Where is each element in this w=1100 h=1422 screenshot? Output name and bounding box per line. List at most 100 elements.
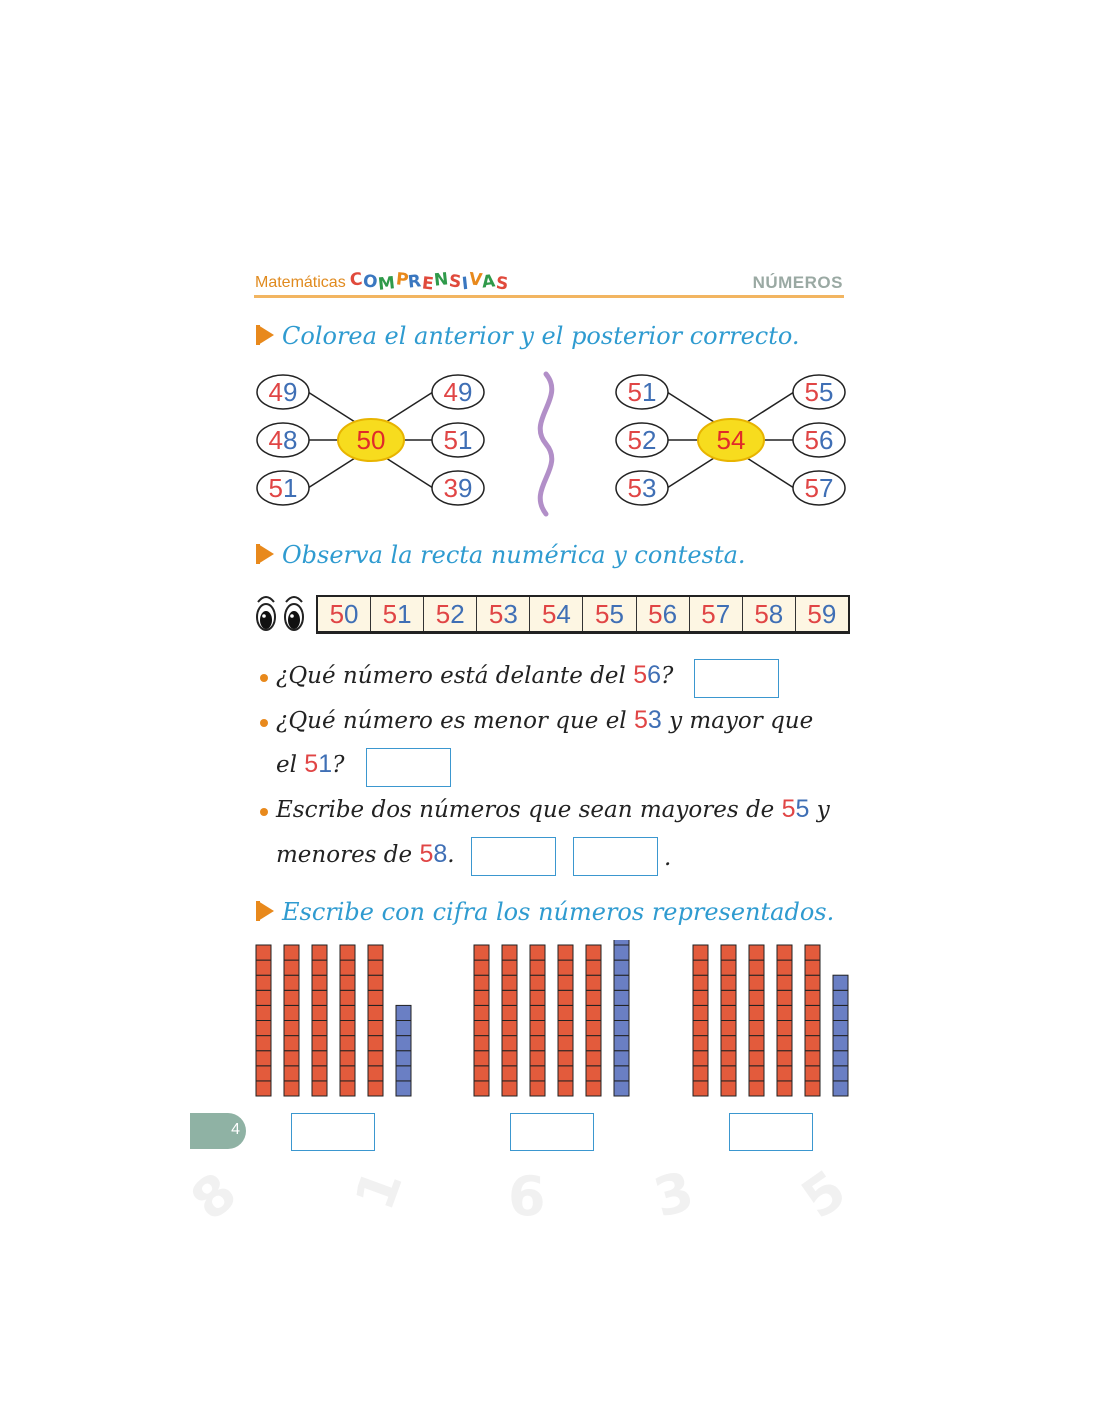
center-number-label: 54 [717, 425, 746, 455]
bullet-icon [260, 808, 268, 816]
oval-option[interactable]: 57 [792, 470, 846, 506]
question-2-number-a: 53 [633, 706, 662, 734]
oval-option[interactable]: 51 [256, 470, 310, 506]
exercise1-heading: Colorea el anterior y el posterior corre… [256, 322, 800, 350]
oval-option[interactable]: 48 [256, 422, 310, 458]
question-3: Escribe dos números que sean mayores de … [276, 795, 830, 824]
page-tab [190, 1113, 246, 1149]
number-line-cell: 59 [807, 599, 837, 629]
oval-option-label: 51 [269, 473, 298, 503]
unit-column [613, 940, 630, 1097]
oval-option-label: 56 [805, 425, 834, 455]
number-line-cell: 55 [583, 597, 637, 631]
question-2: ¿Qué número es menor que el 53 y mayor q… [276, 706, 846, 735]
watermark-digit: 5 [790, 1157, 858, 1232]
number-line-cell: 51 [371, 597, 425, 631]
ten-rod [311, 944, 328, 1097]
oval-option[interactable]: 55 [792, 374, 846, 410]
watermark-digit: 8 [179, 1160, 249, 1233]
oval-option-label: 49 [444, 377, 473, 407]
question-2-text-b: y mayor que [661, 708, 814, 734]
question-3-text-b: y [809, 797, 830, 823]
oval-option-label: 55 [805, 377, 834, 407]
wavy-divider [537, 371, 555, 517]
question-2-number-b: 51 [304, 750, 333, 778]
oval-option-label: 53 [628, 473, 657, 503]
number-line-cell: 58 [743, 597, 796, 631]
ten-rod [804, 944, 821, 1097]
ten-rod [255, 944, 272, 1097]
ten-rod [720, 944, 737, 1097]
center-number[interactable]: 50 [337, 418, 405, 462]
oval-option-label: 49 [269, 377, 298, 407]
answer-box-3a[interactable] [471, 837, 556, 876]
ten-rod [692, 944, 709, 1097]
question-3-text-c: menores de [276, 842, 420, 868]
answer-box-blocks-3[interactable] [729, 1113, 813, 1151]
play-arrow-icon [258, 325, 274, 345]
question-3-tail: . [664, 845, 672, 871]
exercise1-diagrams: 49 48 51 49 51 39 50 51 52 53 55 56 57 54 [256, 371, 846, 517]
eyes-icon [256, 596, 304, 631]
number-line-cell: 57 [690, 597, 743, 631]
page-number: 4 [231, 1121, 240, 1138]
exercise1-title: Colorea el anterior y el posterior corre… [282, 322, 800, 350]
oval-option-label: 51 [628, 377, 657, 407]
number-line-cell: 50 [318, 597, 372, 631]
number-line-cell: 53 [477, 597, 531, 631]
number-line-cell: 54 [530, 597, 584, 631]
play-arrow-icon [258, 901, 274, 921]
oval-option-label: 57 [805, 473, 834, 503]
brand-logo: COMPRENSIVAS [349, 269, 510, 295]
answer-box-1[interactable] [694, 659, 779, 698]
section-title: NÚMEROS [752, 273, 843, 292]
exercise2-title: Observa la recta numérica y contesta. [282, 541, 746, 569]
watermark-digit: 6 [508, 1165, 546, 1228]
oval-option[interactable]: 52 [615, 422, 669, 458]
center-number[interactable]: 54 [697, 418, 765, 462]
bullet-icon [260, 719, 268, 727]
exercise3-heading: Escribe con cifra los números representa… [256, 898, 834, 926]
ten-rod [557, 944, 574, 1097]
question-2-text-c: el [276, 752, 305, 778]
oval-option[interactable]: 39 [431, 470, 485, 506]
exercise2-heading: Observa la recta numérica y contesta. [256, 541, 746, 569]
unit-column [832, 974, 849, 1097]
ten-rod [776, 944, 793, 1097]
answer-box-2[interactable] [366, 748, 451, 787]
exercise3-title: Escribe con cifra los números representa… [282, 898, 835, 926]
number-line-cell: 56 [637, 597, 690, 631]
question-2-line2: el 51? [276, 750, 344, 779]
ten-rod [367, 944, 384, 1097]
oval-option[interactable]: 49 [431, 374, 485, 410]
base-ten-blocks [255, 940, 849, 1097]
oval-option-label: 39 [444, 473, 473, 503]
answer-box-3b[interactable] [573, 837, 658, 876]
oval-option[interactable]: 53 [615, 470, 669, 506]
question-3-line2: menores de 58. [276, 840, 455, 869]
question-2-text-a: ¿Qué número es menor que el [276, 708, 634, 734]
question-1-text: ¿Qué número está delante del [276, 663, 634, 689]
center-number-label: 50 [357, 425, 386, 455]
oval-option-label: 51 [444, 425, 473, 455]
header-rule [254, 295, 844, 298]
question-1-number: 56 [633, 661, 661, 689]
oval-option[interactable]: 49 [256, 374, 310, 410]
oval-option[interactable]: 51 [431, 422, 485, 458]
question-3-number-b: 58 [419, 840, 448, 868]
question-1: ¿Qué número está delante del 56? [276, 661, 673, 690]
oval-option[interactable]: 51 [615, 374, 669, 410]
bullet-icon [260, 674, 268, 682]
oval-option[interactable]: 56 [792, 422, 846, 458]
answer-box-blocks-1[interactable] [291, 1113, 375, 1151]
ten-rod [585, 944, 602, 1097]
number-line-cell: 52 [424, 597, 478, 631]
question-3-text-a: Escribe dos números que sean mayores de [276, 797, 782, 823]
question-1-end: ? [661, 663, 674, 689]
answer-box-blocks-2[interactable] [510, 1113, 594, 1151]
watermark-digit: 3 [647, 1159, 701, 1230]
ten-rod [748, 944, 765, 1097]
oval-option-label: 52 [628, 425, 657, 455]
ten-rod [339, 944, 356, 1097]
